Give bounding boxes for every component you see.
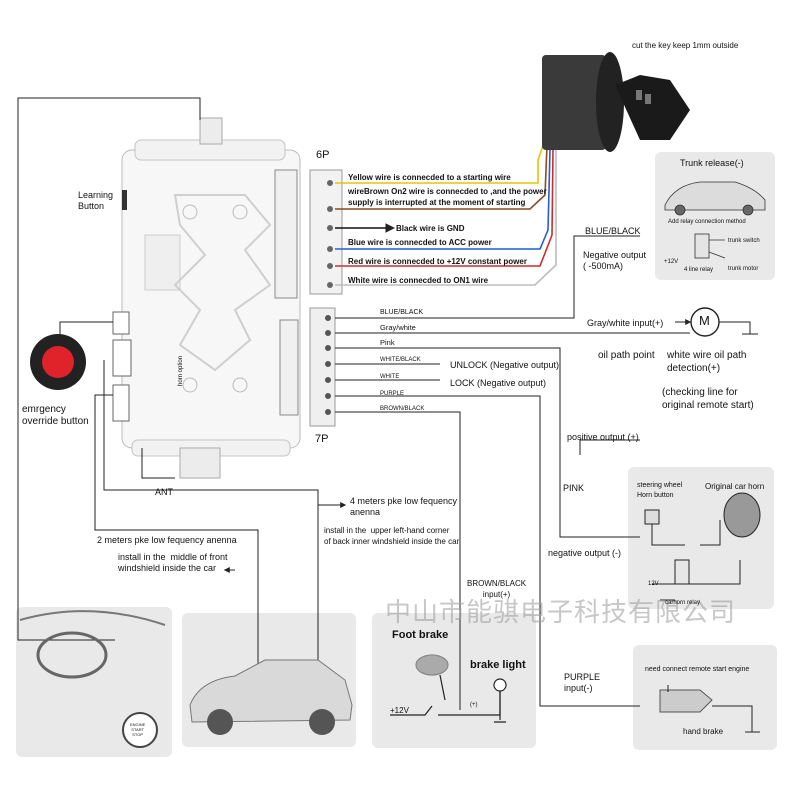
- oil-path-point-label: oil path point: [598, 350, 655, 361]
- brake-circuit: [390, 654, 507, 723]
- motor-symbol: [675, 307, 758, 337]
- engine-button-label: ENGINE START STOP: [130, 722, 146, 737]
- control-module: [112, 117, 301, 479]
- antenna-lines: [17, 97, 347, 665]
- plus12v-brake-label: +12V: [390, 706, 409, 715]
- two-meters-label: 2 meters pke low fequency anenna: [97, 535, 237, 545]
- brake-light-label: brake light: [470, 659, 526, 671]
- positive-output-label: positive output (+): [567, 432, 639, 442]
- unlock-output: UNLOCK (Negative output): [450, 360, 560, 370]
- wire7p-white: WHITE: [380, 374, 400, 380]
- blue-black-top-label: BLUE/BLACK: [585, 226, 641, 236]
- wire6p-red: Red wire is connecded to +12V constant p…: [348, 257, 527, 266]
- ignition-cylinder: [542, 52, 690, 152]
- cut-key-label: cut the key keep 1mm outside: [632, 41, 739, 50]
- port-6p-label: 6P: [316, 149, 330, 161]
- purple-input-label: PURPLE input(-): [564, 672, 601, 693]
- wire7p-brown-black: BROWN/BLACK: [380, 406, 425, 412]
- trunk-motor-label: trunk motor: [728, 266, 759, 272]
- wire6p-yellow: Yellow wire is connecded to a starting w…: [348, 173, 511, 182]
- emergency-button-graphic: [30, 334, 86, 390]
- trunk-switch-label: trunk switch: [728, 238, 760, 244]
- plus12v-small-label: +12V: [664, 259, 679, 265]
- wires-7p: [335, 235, 690, 710]
- gray-white-input: Gray/white input(+): [587, 318, 664, 328]
- learning-button-label: Learning Button: [78, 190, 114, 211]
- wire7p-pink: Pink: [380, 338, 395, 347]
- lock-output: LOCK (Negative output): [450, 378, 547, 388]
- dashboard-graphic: [19, 610, 166, 748]
- connector-7p: [309, 307, 336, 427]
- brown-black-input-label: BROWN/BLACK input(+): [467, 579, 527, 599]
- need-connect-label: need connect remote start engine: [645, 666, 750, 673]
- hand-brake-symbol: [659, 685, 760, 733]
- carhorn-relay-label: carhorn relay: [665, 600, 701, 606]
- checking-line-label: (checking line for original remote start…: [662, 387, 754, 411]
- steering-wheel-label: steering wheel Horn button: [637, 482, 683, 499]
- wire7p-purple: PURPLE: [380, 391, 405, 397]
- white-wire-oil-label: white wire oil path detection(+): [667, 350, 747, 374]
- install-upper-label: install in the upper left-hand corner of…: [324, 526, 460, 546]
- plus-sign-label: (+): [470, 702, 478, 708]
- negative-output-label: negative output (-): [548, 548, 622, 558]
- watermark: 中山市能骐电子科技有限公司: [385, 598, 737, 628]
- trunk-release-title: Trunk release(-): [680, 158, 744, 168]
- wire6p-white: White wire is connecded to ON1 wire: [348, 276, 489, 285]
- wires-6p: [335, 139, 557, 286]
- emergency-label: emrgency override button: [22, 404, 89, 427]
- four-line-relay-label: 4 line relay: [684, 267, 714, 273]
- motor-label: M: [699, 313, 710, 328]
- negative-output-500-label: Negative output ( -500mA): [583, 250, 647, 271]
- car-graphic: [189, 659, 353, 735]
- wire6p-brown: wireBrown On2 wire is connecded to ,and …: [348, 187, 547, 207]
- wire7p-blue-black: BLUE/BLACK: [380, 309, 424, 316]
- ant-label: ANT: [155, 487, 173, 497]
- connector-6p: [309, 169, 343, 295]
- trunk-release-diagram: [664, 181, 766, 259]
- four-meters-label: 4 meters pke low fequency anenna: [350, 496, 458, 517]
- wire7p-white-black: WHITE/BLACK: [380, 357, 421, 363]
- wire7p-gray-white: Gray/white: [380, 323, 416, 332]
- original-horn-label: Original car horn: [705, 482, 765, 491]
- pink-label: PINK: [563, 483, 585, 493]
- wire6p-blue: Blue wire is connecded to ACC power: [348, 238, 492, 247]
- horn-option-label: horn option: [178, 355, 184, 386]
- install-middle-label: install in the middle of front windshiel…: [118, 552, 228, 573]
- foot-brake-label: Foot brake: [392, 629, 449, 641]
- wire6p-black: Black wire is GND: [396, 224, 465, 233]
- port-7p-label: 7P: [315, 433, 329, 445]
- horn-circuit: [644, 492, 761, 601]
- hand-brake-label: hand brake: [683, 727, 724, 736]
- add-relay-label: Add relay connection method: [668, 219, 746, 225]
- brake-panel: [372, 613, 536, 748]
- plus12v-relay-label: 12V: [648, 581, 659, 587]
- trunk-release-panel: [655, 152, 775, 280]
